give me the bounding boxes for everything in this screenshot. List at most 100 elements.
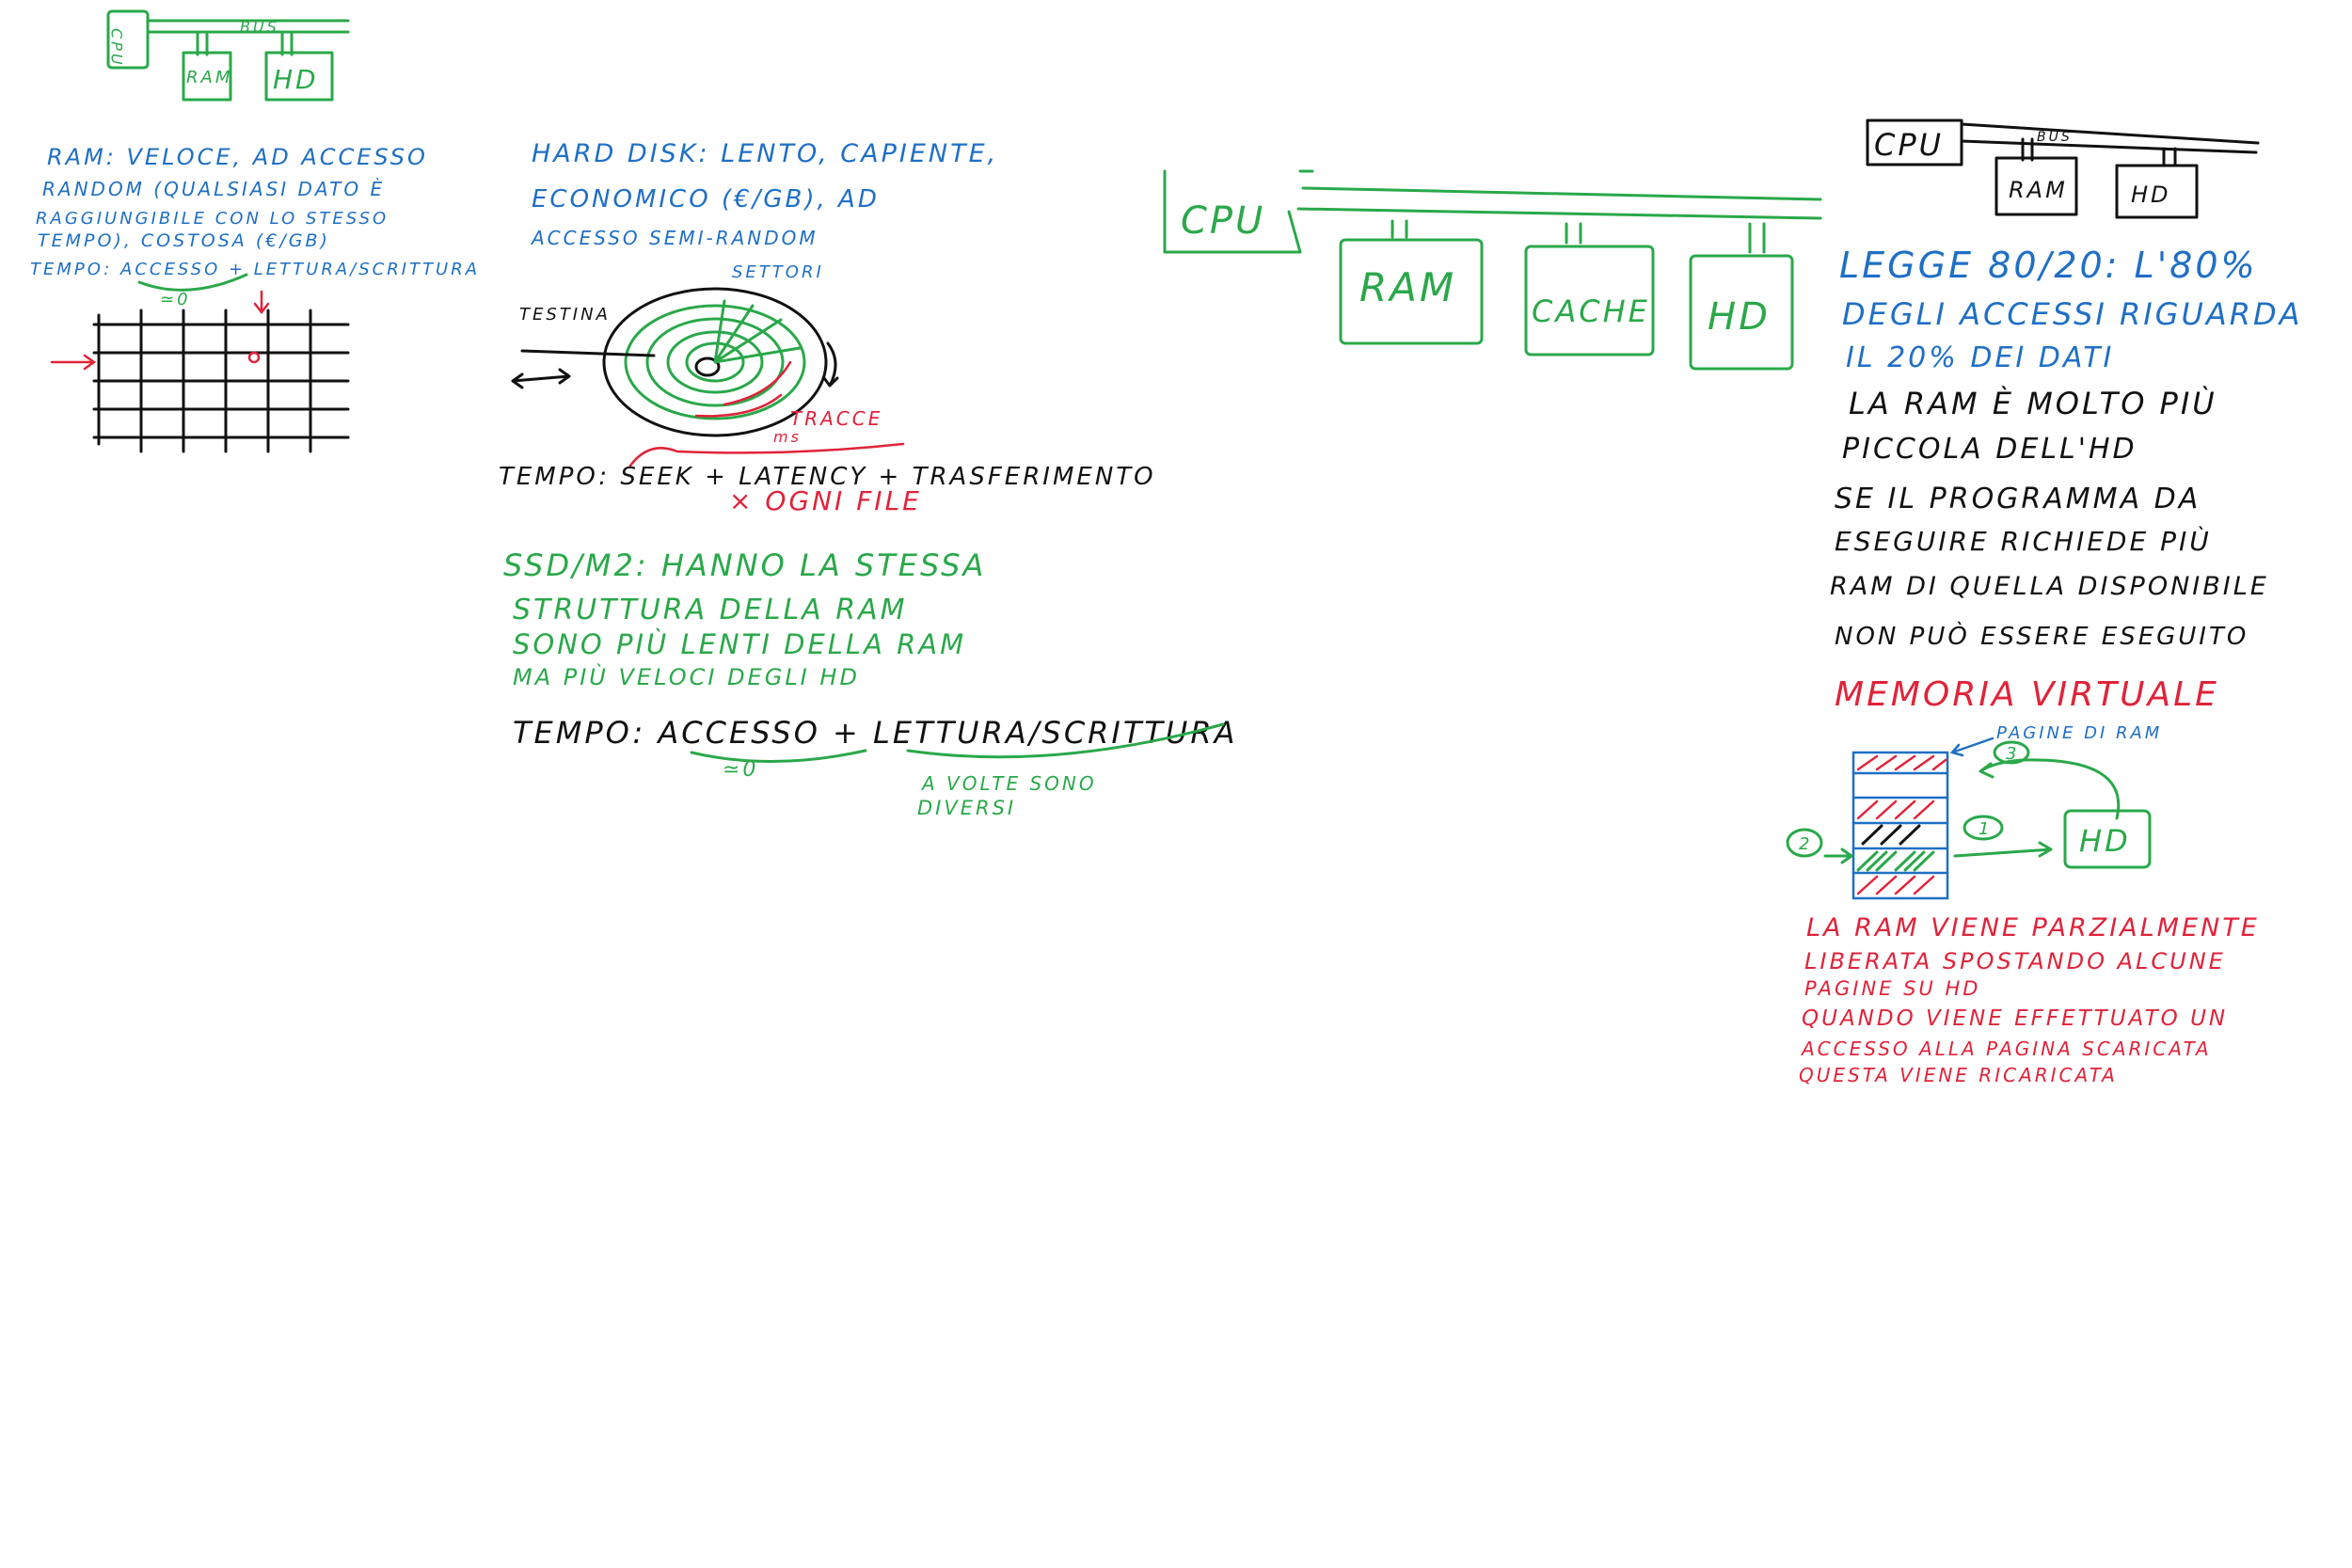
step-2-circle xyxy=(1786,828,1823,858)
hd-label-2: HD xyxy=(1708,295,1771,339)
legge-line-3: IL 20% DEI DATI xyxy=(1846,341,2114,374)
bus-lines-2 xyxy=(1296,186,1822,220)
ssd-notes: SSD/M2: HANNO LA STESSA STRUTTURA DELLA … xyxy=(503,547,1237,819)
head-move-arrow xyxy=(511,368,571,389)
hd-box-3 xyxy=(2115,164,2199,219)
ram-label: RAM xyxy=(186,68,232,87)
hd-note-line-2: ECONOMICO (€/GB), AD xyxy=(532,185,880,214)
ram-limit-line-1: LA RAM È MOLTO PIÙ xyxy=(1849,385,2217,421)
hd-notes: HARD DISK: LENTO, CAPIENTE, ECONOMICO (€… xyxy=(530,139,998,282)
ram-access-underline xyxy=(137,273,248,292)
ssd-note-diversi: DIVERSI xyxy=(917,797,1016,819)
hd-label: HD xyxy=(273,64,319,95)
diagram-cpu-bus-right: CPU BUS RAM HD xyxy=(1866,119,2260,219)
ram-box xyxy=(182,51,232,102)
ram-note-line-4: TEMPO), COSTOSA (€/GB) xyxy=(38,230,330,251)
hd-box-2 xyxy=(1689,254,1794,371)
swap-line-1: LA RAM VIENE PARZIALMENTE xyxy=(1806,913,2260,942)
swap-line-4: QUANDO VIENE EFFETTUATO UN xyxy=(1802,1006,2228,1031)
testina-label: TESTINA xyxy=(519,305,611,325)
tracce-label: TRACCE xyxy=(790,407,882,430)
step-3-label: 3 xyxy=(2006,744,2019,764)
ssd-time-formula: TEMPO: ACCESSO + LETTURA/SCRITTURA xyxy=(513,715,1237,751)
ram-label-3: RAM xyxy=(2009,177,2068,203)
bus-label-3: BUS xyxy=(2037,130,2073,145)
head-arm xyxy=(520,349,656,357)
hd-note-line-3: ACCESSO SEMI-RANDOM xyxy=(530,227,818,249)
swap-in-arrow xyxy=(1979,758,2121,820)
swap-line-2: LIBERATA SPOSTANDO ALCUNE xyxy=(1804,948,2226,974)
ram-pages-stack xyxy=(1851,751,1949,900)
row-pointer-arrow xyxy=(50,354,97,371)
hd-label-vm: HD xyxy=(2079,823,2131,859)
cache-box xyxy=(1524,245,1655,356)
disk-platter xyxy=(602,287,828,437)
legge-line-2: DEGLI ACCESSI RIGUARDA xyxy=(1842,296,2303,332)
bus-label: BUS xyxy=(240,18,279,36)
ram-label-2: RAM xyxy=(1359,264,1456,310)
step-3-circle xyxy=(1993,740,2030,765)
access-arrow xyxy=(1823,847,1853,864)
diagram-cpu-cache: CPU RAM CACHE HD xyxy=(1163,169,1822,371)
column-pointer-arrow xyxy=(253,290,270,315)
tracce-ms-label: ms xyxy=(773,428,802,446)
cache-label: CACHE xyxy=(1532,293,1650,329)
swap-explanation: LA RAM VIENE PARZIALMENTE LIBERATA SPOST… xyxy=(1799,913,2260,1086)
ram-notes: RAM: VELOCE, AD ACCESSO RANDOM (QUALSIAS… xyxy=(30,144,480,309)
cpu-box-2 xyxy=(1163,169,1302,254)
swap-line-3: PAGINE SU HD xyxy=(1804,977,1980,1000)
swap-line-6: QUESTA VIENE RICARICATA xyxy=(1799,1064,2118,1086)
seek-latency-bracket xyxy=(628,442,905,467)
ram-limit-line-3: SE IL PROGRAMMA DA xyxy=(1835,483,2201,515)
swap-out-arrow xyxy=(1953,841,2053,858)
cpu-box xyxy=(106,9,150,70)
ram-note-line-5: TEMPO: ACCESSO + LETTURA/SCRITTURA xyxy=(30,260,480,279)
cpu-label: CPU xyxy=(108,28,126,68)
virtual-memory: MEMORIA VIRTUALE PAGINE DI RAM 1 3 2 HD xyxy=(1786,675,2219,900)
step-2-label: 2 xyxy=(1799,834,1812,854)
hd-per-file-label: × OGNI FILE xyxy=(729,485,922,516)
cpu-label-3: CPU xyxy=(1874,127,1944,163)
hd-box-vm xyxy=(2063,809,2152,869)
swap-line-5: ACCESSO ALLA PAGINA SCARICATA xyxy=(1800,1037,2212,1060)
hd-sectors-label: SETTORI xyxy=(732,262,824,282)
ssd-note-line-3: SONO PIÙ LENTI DELLA RAM xyxy=(513,628,966,660)
ram-access-approx: ≃0 xyxy=(160,290,191,309)
legge-80-20-notes: LEGGE 80/20: L'80% DEGLI ACCESSI RIGUARD… xyxy=(1839,245,2303,374)
ssd-note-line-1: SSD/M2: HANNO LA STESSA xyxy=(503,547,986,583)
memoria-virtuale-title: MEMORIA VIRTUALE xyxy=(1835,675,2219,714)
step-1-circle xyxy=(1963,815,2004,841)
ram-limit-line-4: ESEGUIRE RICHIEDE PIÙ xyxy=(1835,525,2212,557)
hd-note-line-1: HARD DISK: LENTO, CAPIENTE, xyxy=(532,139,998,168)
bus-lines xyxy=(146,19,350,34)
ram-limit-line-6: NON PUÒ ESSERE ESEGUITO xyxy=(1835,621,2249,651)
ram-box-3 xyxy=(1994,156,2078,216)
ssd-note-a-volte: A VOLTE SONO xyxy=(920,772,1097,795)
selected-cell-marker xyxy=(247,351,261,364)
disk-tracks-red xyxy=(694,360,792,418)
ram-limit-line-5: RAM DI QUELLA DISPONIBILE xyxy=(1830,572,2269,601)
bus-lines-3 xyxy=(1960,122,2260,154)
ram-note-line-2: RANDOM (QUALSIASI DATO È xyxy=(42,178,385,200)
hd-time-formula-text: TEMPO: SEEK + LATENCY + TRASFERIMENTO xyxy=(499,463,1156,491)
cpu-label-2: CPU xyxy=(1181,199,1265,243)
ram-grid xyxy=(50,290,350,453)
pagine-di-ram-label: PAGINE DI RAM xyxy=(1996,723,2162,743)
pagine-pointer-arrow xyxy=(1949,736,1994,757)
ssd-access-approx: ≃0 xyxy=(723,758,758,782)
ram-limit-notes: LA RAM È MOLTO PIÙ PICCOLA DELL'HD SE IL… xyxy=(1830,385,2269,651)
bus-connectors-2 xyxy=(1391,219,1766,254)
hard-disk-drawing: TESTINA TRACCE ms xyxy=(511,287,882,446)
ram-note-line-3: RAGGIUNGIBILE CON LO STESSO xyxy=(36,209,389,229)
disk-spindle xyxy=(694,356,721,377)
ssd-formula-underlines xyxy=(690,722,1225,763)
disk-rotation-arrow xyxy=(822,341,839,388)
ram-limit-line-2: PICCOLA DELL'HD xyxy=(1842,433,2137,466)
ssd-note-line-4: MA PIÙ VELOCI DEGLI HD xyxy=(513,662,860,690)
step-1-label: 1 xyxy=(1979,819,1992,839)
hd-box xyxy=(264,51,334,102)
legge-line-1: LEGGE 80/20: L'80% xyxy=(1839,245,2258,286)
ram-box-2 xyxy=(1339,238,1484,345)
bus-connectors xyxy=(196,30,294,56)
